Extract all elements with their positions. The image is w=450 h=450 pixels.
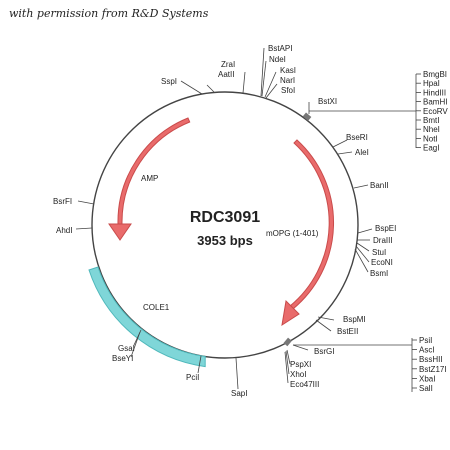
- permission-note: with permission from R&D Systems: [9, 7, 209, 20]
- amp-label: AMP: [141, 174, 158, 183]
- site-sfoi: SfoI: [281, 86, 295, 95]
- plasmid-size: 3953 bps: [197, 233, 253, 248]
- amp-arrowhead: [108, 223, 132, 241]
- site-eco47iii: Eco47III: [290, 380, 319, 389]
- site-alei: AleI: [355, 148, 369, 157]
- mcs-top-site: HpaI: [423, 79, 440, 88]
- site-bsteii: BstEII: [337, 327, 358, 336]
- site-ahdi: AhdI: [56, 226, 72, 235]
- mcs-top-list: BmgBIHpaIHindIIIBamHIEcoRVBmtINheINotIEa…: [416, 70, 448, 153]
- site-sspi: SspI: [161, 77, 177, 86]
- site-bseri: BseRI: [346, 133, 368, 142]
- mcs-marker-top: [302, 112, 312, 121]
- site-kasi: KasI: [280, 66, 296, 75]
- site-leaders: [75, 47, 417, 392]
- mcs-top-site: NotI: [423, 134, 438, 143]
- mcs-top-site: NheI: [423, 125, 440, 134]
- site-xhoi: XhoI: [290, 370, 306, 379]
- site-pcii: PciI: [186, 373, 199, 382]
- plasmid-name: RDC3091: [190, 209, 260, 226]
- mopg-label: mOPG (1-401): [266, 229, 319, 238]
- mcs-bottom-site: SalI: [419, 384, 433, 393]
- mcs-marker-bottom: [283, 337, 292, 347]
- site-aatii: AatII: [218, 70, 234, 79]
- site-bspei: BspEI: [375, 224, 396, 233]
- site-bsrgi: BsrGI: [314, 347, 334, 356]
- mcs-top-site: EagI: [423, 144, 439, 153]
- site-nari: NarI: [280, 76, 295, 85]
- site-gsai: GsaI: [118, 344, 135, 353]
- site-bstapi: BstAPI: [268, 44, 292, 53]
- site-sapi: SapI: [231, 389, 247, 398]
- mcs-bottom-site: AscI: [419, 346, 435, 355]
- site-bspmi: BspMI: [343, 315, 366, 324]
- site-stui: StuI: [372, 248, 386, 257]
- mcs-top-site: BmtI: [423, 116, 439, 125]
- plasmid-backbone: [91, 91, 359, 359]
- mcs-top-site: HindIII: [423, 88, 446, 97]
- mcs-top-site: BmgBI: [423, 70, 447, 79]
- mcs-bottom-site: BstZ17I: [419, 365, 447, 374]
- mcs-bottom-site: XbaI: [419, 374, 435, 383]
- site-banii: BanII: [370, 181, 389, 190]
- mcs-bottom-site: PsiI: [419, 336, 432, 345]
- cole1-feature: [88, 266, 206, 368]
- site-bsmi: BsmI: [370, 269, 388, 278]
- mcs-top-site: BamHI: [423, 98, 447, 107]
- mcs-top-site: EcoRV: [423, 107, 448, 116]
- mopg-arrowhead: [281, 299, 300, 327]
- site-ndei: NdeI: [269, 55, 286, 64]
- mopg-arrow: [289, 139, 335, 310]
- site-econi: EcoNI: [371, 258, 393, 267]
- site-bsrfi: BsrFI: [53, 197, 72, 206]
- site-bstxi: BstXI: [318, 97, 337, 106]
- site-zrai: ZraI: [221, 60, 235, 69]
- site-bseyi: BseYI: [112, 354, 133, 363]
- mcs-bottom-site: BssHII: [419, 355, 443, 364]
- site-pspxi: PspXI: [290, 360, 311, 369]
- cole1-label: COLE1: [143, 303, 170, 312]
- site-draiii: DraIII: [373, 236, 393, 245]
